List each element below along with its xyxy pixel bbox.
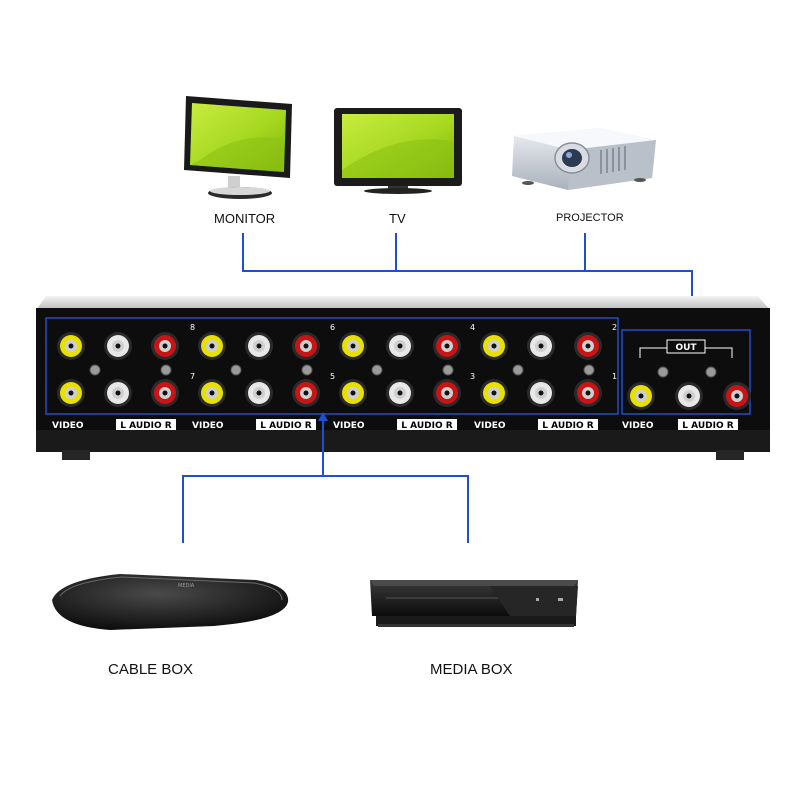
rca-jack-right-g3-r1 (433, 332, 461, 360)
screw-icon-8 (583, 364, 595, 376)
rca-jack-left-g4-r2 (527, 379, 555, 407)
screw-icon-out-2 (705, 366, 717, 378)
av-switcher (36, 296, 770, 460)
video-label-4: VIDEO (474, 421, 506, 431)
rca-jack-left-g1-r2 (104, 379, 132, 407)
rca-jack-right-g3-r2 (433, 379, 461, 407)
port-label-6: 6 (330, 323, 335, 332)
rca-jack-video-g4-r1 (480, 332, 508, 360)
video-label-out: VIDEO (622, 421, 654, 431)
screw-icon-4 (301, 364, 313, 376)
rca-jack-right-g4-r2 (574, 379, 602, 407)
rca-jack-right-g4-r1 (574, 332, 602, 360)
tv-icon (334, 108, 462, 194)
projector-icon (512, 128, 656, 190)
rca-jack-video-g1-r1 (57, 332, 85, 360)
rca-jack-left-g3-r1 (386, 332, 414, 360)
screw-icon-5 (371, 364, 383, 376)
rca-jack-left-g2-r2 (245, 379, 273, 407)
rca-jack-video-g4-r2 (480, 379, 508, 407)
input-connection-lines (182, 420, 469, 543)
screw-icon-1 (89, 364, 101, 376)
rca-jack-video-g2-r2 (198, 379, 226, 407)
port-label-3: 3 (470, 372, 475, 381)
rca-jack-left-g3-r2 (386, 379, 414, 407)
rca-jack-left-g1-r1 (104, 332, 132, 360)
screw-icon-3 (230, 364, 242, 376)
rca-jack-out-video (627, 382, 655, 410)
port-label-1: 1 (612, 372, 617, 381)
projector-label: PROJECTOR (556, 212, 624, 224)
port-label-7: 7 (190, 372, 195, 381)
jack-labels: VIDEO L AUDIO R VIDEO L AUDIO R VIDEO L … (52, 419, 738, 431)
video-label-3: VIDEO (333, 421, 365, 431)
screw-icon-7 (512, 364, 524, 376)
rca-jack-right-g2-r2 (292, 379, 320, 407)
rca-jack-video-g3-r1 (339, 332, 367, 360)
port-label-5: 5 (330, 372, 335, 381)
rca-jack-video-g1-r2 (57, 379, 85, 407)
rca-jacks (57, 332, 751, 410)
media-box-label: MEDIA BOX (430, 661, 513, 678)
monitor-icon (184, 96, 292, 199)
video-label-1: VIDEO (52, 421, 84, 431)
media-box-icon (370, 580, 578, 627)
screw-icon-6 (442, 364, 454, 376)
rca-jack-video-g3-r2 (339, 379, 367, 407)
audio-label-4: L AUDIO R (542, 421, 593, 431)
port-label-8: 8 (190, 323, 195, 332)
rca-jack-right-g1-r2 (151, 379, 179, 407)
out-bracket (639, 339, 733, 358)
audio-label-3: L AUDIO R (401, 421, 452, 431)
out-label: OUT (675, 343, 697, 353)
port-label-2: 2 (612, 323, 617, 332)
port-number-labels: 8 6 4 2 7 5 3 1 (190, 323, 617, 381)
cable-box-icon: MEDIA (52, 574, 289, 630)
arrow-up-icon (318, 412, 328, 421)
port-label-4: 4 (470, 323, 475, 332)
rca-jack-left-g4-r1 (527, 332, 555, 360)
rca-jack-video-g2-r1 (198, 332, 226, 360)
tv-label: TV (389, 211, 406, 226)
rca-jack-left-g2-r1 (245, 332, 273, 360)
audio-label-1: L AUDIO R (120, 421, 171, 431)
cable-box-label: CABLE BOX (108, 661, 194, 678)
video-label-2: VIDEO (192, 421, 224, 431)
rca-jack-out-right (723, 382, 751, 410)
rca-jack-right-g2-r1 (292, 332, 320, 360)
rca-jack-right-g1-r1 (151, 332, 179, 360)
audio-label-out: L AUDIO R (682, 421, 733, 431)
rca-jack-out-left (675, 382, 703, 410)
audio-label-2: L AUDIO R (260, 421, 311, 431)
cable-box-brand: MEDIA (178, 583, 195, 589)
monitor-label: MONITOR (214, 211, 276, 226)
screw-icon-2 (160, 364, 172, 376)
screw-icon-out-1 (657, 366, 669, 378)
